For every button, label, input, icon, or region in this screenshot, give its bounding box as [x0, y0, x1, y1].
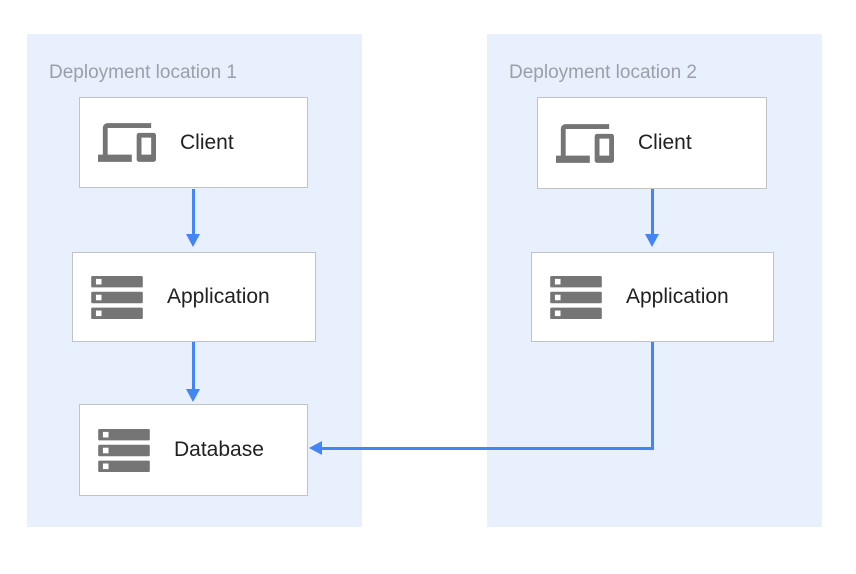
arrow-application2-to-database1-vertical-segment [651, 342, 654, 450]
node-label: Database [174, 438, 264, 461]
storage-icon [550, 275, 602, 319]
node-database-location-1: Database [79, 404, 308, 496]
arrow-left-icon [309, 441, 322, 455]
node-application-location-1: Application [72, 252, 316, 342]
arrow-client2-to-application2-line [651, 189, 654, 235]
node-label: Client [638, 131, 692, 154]
arrow-application1-to-database1-line [192, 342, 195, 390]
panel-title: Deployment location 1 [49, 62, 237, 83]
storage-icon [91, 275, 143, 319]
node-label: Client [180, 130, 234, 154]
node-label: Application [626, 285, 729, 308]
arrow-client1-to-application1-line [192, 189, 195, 235]
arrow-down-icon [186, 234, 200, 247]
arrow-application2-to-database1-horizontal-segment [322, 447, 654, 450]
node-label: Application [167, 285, 270, 308]
devices-icon [556, 122, 614, 165]
arrow-down-icon [186, 389, 200, 402]
devices-icon [98, 121, 156, 164]
node-client-location-2: Client [537, 97, 767, 189]
arrow-down-icon [645, 234, 659, 247]
panel-title: Deployment location 2 [509, 62, 697, 83]
storage-icon [98, 428, 150, 472]
node-client-location-1: Client [79, 97, 308, 188]
node-application-location-2: Application [531, 252, 774, 342]
